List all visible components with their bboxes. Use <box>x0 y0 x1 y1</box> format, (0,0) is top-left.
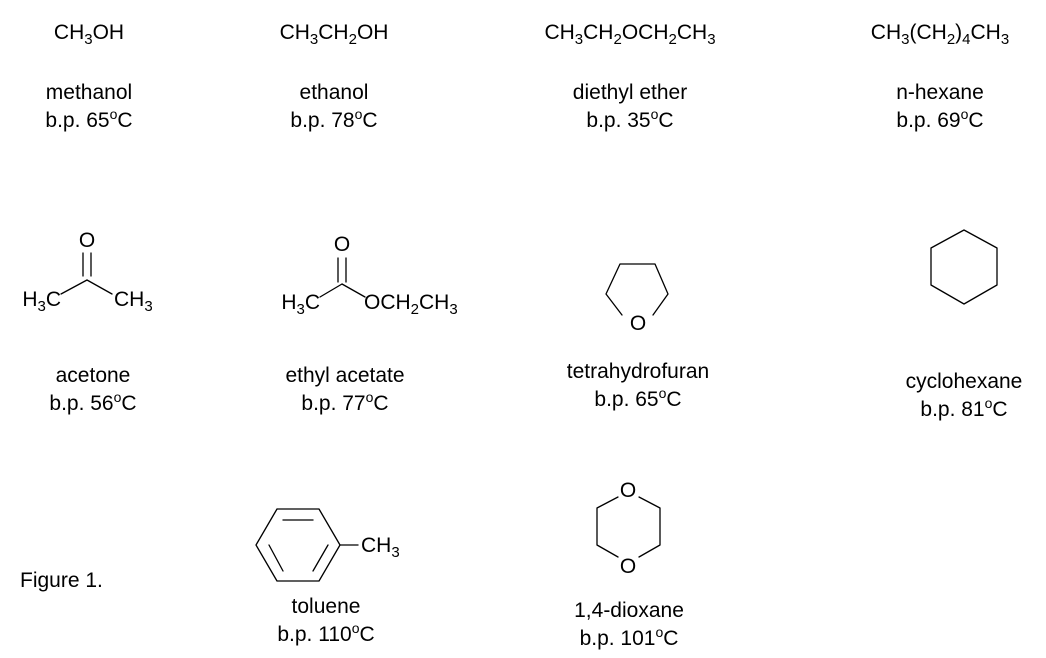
ethyl-acetate-ethoxy: OCH2CH3 <box>364 291 458 318</box>
ethyl-acetate-bond-right <box>341 283 366 298</box>
ethyl-acetate-oxygen: O <box>334 233 350 256</box>
ethanol-boiling-point: b.p. 78oC <box>290 106 378 132</box>
thf-oxygen: O <box>630 312 646 335</box>
n-hexane-name: n-hexane <box>896 81 984 104</box>
n-hexane-boiling-point: b.p. 69oC <box>896 106 984 132</box>
acetone-boiling-point: b.p. 56oC <box>49 389 137 415</box>
thf-boiling-point: b.p. 65oC <box>594 385 682 411</box>
dioxane-right-arc <box>638 496 661 558</box>
acetone-bond-right <box>86 279 113 295</box>
diethyl-ether-name: diethyl ether <box>572 81 688 104</box>
dioxane-oxygen-bottom: O <box>620 555 636 578</box>
toluene-boiling-point: b.p. 110oC <box>277 620 375 646</box>
cyclohexane-name: cyclohexane <box>905 370 1023 393</box>
acetone-name: acetone <box>55 364 131 387</box>
cyclohexane-boiling-point: b.p. 81oC <box>920 395 1008 421</box>
methanol-formula: CH3OH <box>54 21 124 48</box>
dioxane-oxygen-top: O <box>620 479 636 502</box>
ethyl-acetate-boiling-point: b.p. 77oC <box>301 389 389 415</box>
diethyl-ether-formula: CH3CH2OCH2CH3 <box>544 21 715 48</box>
acetone-methyl-left: H3C <box>22 288 61 315</box>
diethyl-ether-boiling-point: b.p. 35oC <box>586 106 674 132</box>
dioxane-left-arc <box>596 496 619 558</box>
cyclohexane-ring <box>930 229 998 305</box>
methanol-name: methanol <box>45 81 133 104</box>
methanol-boiling-point: b.p. 65oC <box>45 106 133 132</box>
acetone-bond-left <box>60 279 88 295</box>
acetone-oxygen: O <box>79 229 95 252</box>
dioxane-boiling-point: b.p. 101oC <box>579 624 679 650</box>
ethyl-acetate-name: ethyl acetate <box>285 364 405 387</box>
figure-label: Figure 1. <box>20 569 103 592</box>
thf-name: tetrahydrofuran <box>566 360 710 383</box>
acetone-methyl-right: CH3 <box>114 288 153 315</box>
toluene-name: toluene <box>291 595 361 618</box>
toluene-aromatic-bond-2 <box>312 544 329 572</box>
dioxane-name: 1,4-dioxane <box>574 599 684 622</box>
n-hexane-formula: CH3(CH2)4CH3 <box>871 21 1009 48</box>
toluene-ring <box>255 508 341 582</box>
ethanol-name: ethanol <box>299 81 369 104</box>
toluene-methyl: CH3 <box>361 534 400 561</box>
ethanol-formula: CH3CH2OH <box>280 21 389 48</box>
thf-ring <box>605 263 669 316</box>
ethyl-acetate-methyl: H3C <box>281 291 320 318</box>
ethyl-acetate-bond-left <box>319 283 343 298</box>
toluene-aromatic-bond-3 <box>268 544 284 572</box>
